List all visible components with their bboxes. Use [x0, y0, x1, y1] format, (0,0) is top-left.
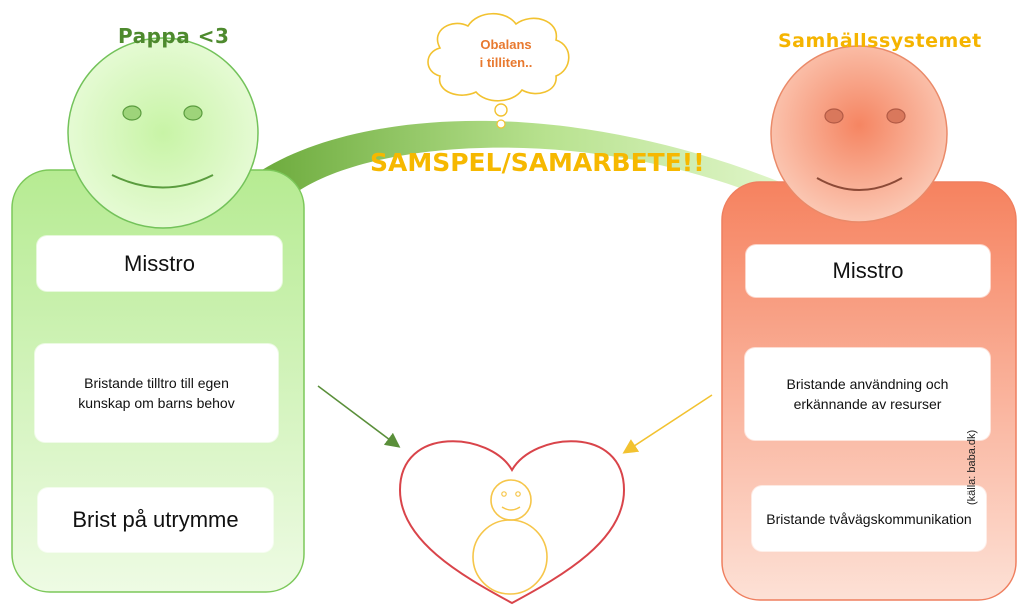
child-head [490, 479, 532, 521]
samhalle-box-resurser-text: Bristande användning och erkännande av r… [786, 376, 949, 412]
thought-line-1: Obalans [480, 37, 532, 52]
thought-cloud [427, 13, 570, 102]
samhalle-box-kommunikation: Bristande tvåvägskommunikation [752, 486, 986, 551]
pappa-box-utrymme-text: Brist på utrymme [72, 507, 239, 532]
samspel-bridge [262, 120, 780, 190]
samhalle-title: Samhällssystemet [778, 30, 982, 52]
pappa-head [67, 37, 259, 229]
samhalle-box-misstro: Misstro [746, 245, 990, 297]
thought-text: Obalans i tilliten.. [451, 36, 561, 72]
pappa-box-misstro-text: Misstro [124, 250, 195, 276]
pappa-box-utrymme: Brist på utrymme [38, 488, 273, 552]
pappa-box-tilltro: Bristande tilltro till egen kunskap om b… [35, 344, 278, 442]
samhalle-box-resurser: Bristande användning och erkännande av r… [745, 348, 990, 440]
source-credit: (källa: baba.dk) [966, 429, 978, 505]
thought-line-2: i tilliten.. [479, 55, 533, 70]
samhalle-box-kommunikation-text: Bristande tvåvägskommunikation [766, 510, 972, 527]
pappa-title: Pappa <3 [118, 24, 230, 48]
pappa-box-tilltro-text: Bristande tilltro till egen kunskap om b… [78, 375, 235, 411]
arrow-left-to-heart [317, 385, 401, 448]
heart-shape [398, 440, 626, 605]
child-body [472, 519, 548, 595]
samspel-label: SAMSPEL/SAMARBETE!! [370, 148, 705, 177]
samhalle-box-misstro-text: Misstro [832, 258, 904, 283]
pappa-box-misstro: Misstro [37, 236, 282, 291]
arrow-right-to-heart [622, 394, 713, 454]
samhalle-head [770, 45, 948, 223]
